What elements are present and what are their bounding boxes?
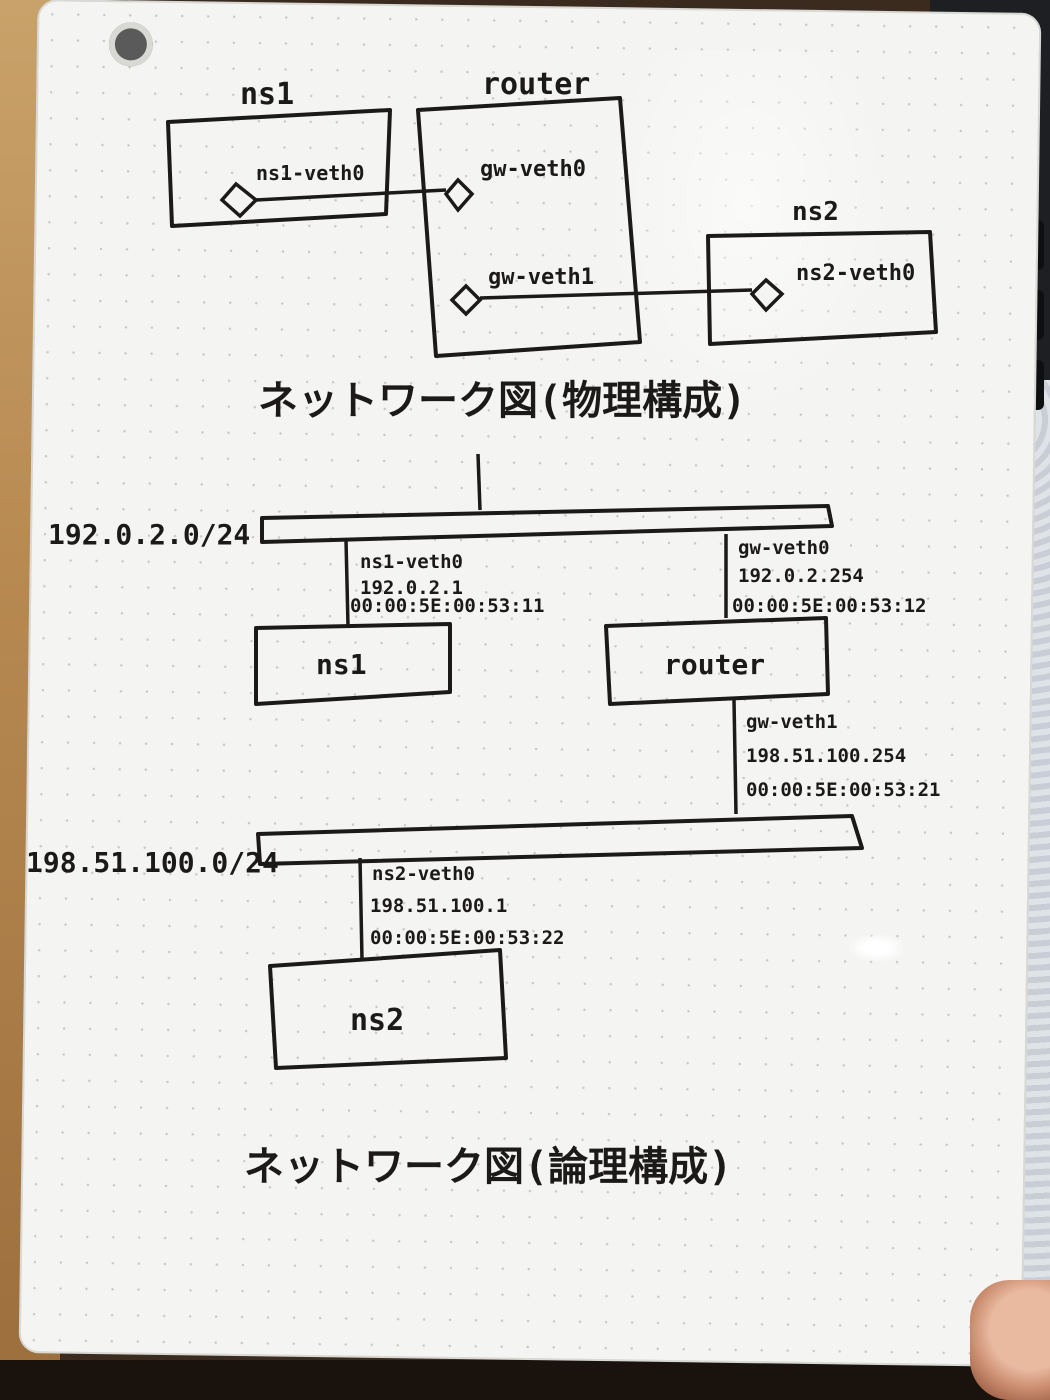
link-ns1-router bbox=[255, 188, 447, 202]
logical-diagram: 192.0.2.0/24 ns1-veth0 192.0.2.1 00:00:5… bbox=[26, 453, 940, 1190]
router-mac0: 00:00:5E:00:53:12 bbox=[732, 595, 926, 617]
router-port1-label: gw-veth1 bbox=[488, 265, 594, 290]
ns2-iface: ns2-veth0 bbox=[372, 863, 475, 885]
logical-title: ネットワーク図(論理構成) bbox=[244, 1144, 732, 1190]
ns2-port-label: ns2-veth0 bbox=[796, 261, 915, 286]
ns1-iface: ns1-veth0 bbox=[360, 551, 463, 573]
thumb bbox=[970, 1280, 1050, 1400]
router-logical-label: router bbox=[664, 648, 765, 681]
net2-label: 198.51.100.0/24 bbox=[26, 846, 279, 879]
router-label: router bbox=[482, 67, 590, 102]
ns1-drop bbox=[344, 539, 350, 627]
router-port1-icon bbox=[449, 283, 483, 317]
link-router-ns2 bbox=[479, 288, 753, 300]
ns1-label: ns1 bbox=[240, 77, 294, 112]
ns1-logical-box bbox=[254, 622, 452, 706]
ns1-ip: 192.0.2.1 bbox=[360, 577, 463, 599]
router-box bbox=[416, 96, 642, 358]
router-port0-icon bbox=[443, 177, 475, 213]
router-iface1: gw-veth1 bbox=[746, 711, 838, 733]
router-port0-label: gw-veth0 bbox=[480, 157, 586, 182]
uplink-line bbox=[476, 453, 482, 511]
router-ip1: 198.51.100.254 bbox=[746, 745, 906, 767]
net2-bus bbox=[256, 814, 864, 866]
ns2-port-icon bbox=[749, 277, 785, 313]
ns2-drop bbox=[358, 857, 364, 961]
ns1-mac: 00:00:5E:00:53:11 bbox=[350, 595, 544, 617]
router-ip0: 192.0.2.254 bbox=[738, 565, 864, 587]
ns2-label: ns2 bbox=[792, 197, 839, 227]
router-drop1 bbox=[732, 699, 738, 815]
ns2-box bbox=[706, 230, 938, 346]
router-mac1: 00:00:5E:00:53:21 bbox=[746, 779, 940, 801]
router-logical-box bbox=[604, 616, 830, 706]
ns1-logical-label: ns1 bbox=[316, 648, 367, 681]
router-iface0: gw-veth0 bbox=[738, 537, 830, 559]
ns1-port-label: ns1-veth0 bbox=[256, 161, 364, 185]
net1-bus bbox=[260, 504, 834, 544]
ns2-mac: 00:00:5E:00:53:22 bbox=[370, 927, 564, 949]
ns1-port-icon bbox=[219, 181, 259, 219]
physical-title: ネットワーク図(物理構成) bbox=[258, 378, 746, 424]
ns2-ip: 198.51.100.1 bbox=[370, 895, 507, 917]
ns2-logical-box bbox=[268, 948, 508, 1070]
ns2-logical-label: ns2 bbox=[350, 1003, 404, 1038]
bottom-shadow bbox=[0, 1360, 1050, 1400]
ns1-box bbox=[166, 108, 392, 228]
physical-diagram: ns1 ns1-veth0 router gw-veth0 gw-veth1 n… bbox=[166, 67, 938, 424]
net1-label: 192.0.2.0/24 bbox=[48, 518, 250, 551]
